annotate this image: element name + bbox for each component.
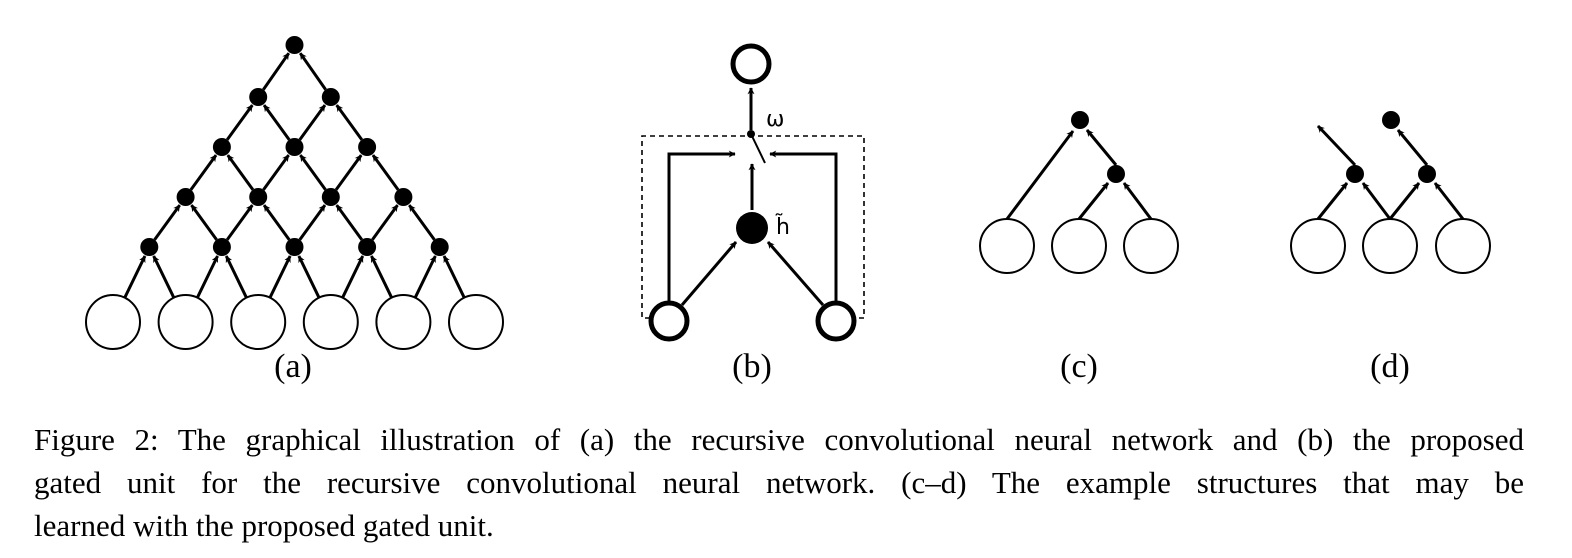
hidden-node	[212, 238, 231, 256]
candidate-node	[736, 212, 768, 244]
hidden-node	[1346, 165, 1364, 183]
merge-arrow	[262, 52, 291, 91]
hidden-node	[358, 238, 377, 256]
merge-arrow	[335, 104, 364, 141]
hidden-node	[1418, 165, 1436, 183]
leaf-node	[230, 294, 287, 350]
hidden-node	[430, 238, 449, 256]
merge-arrow	[153, 204, 181, 241]
hidden-node	[285, 138, 304, 156]
merge-arrow	[1433, 182, 1465, 220]
merge-arrow	[1396, 129, 1429, 166]
merge-arrow	[298, 104, 327, 141]
gate-point	[747, 130, 755, 138]
output-node	[730, 43, 772, 85]
merge-arrow	[262, 104, 291, 141]
merge-arrow	[268, 255, 292, 299]
hidden-node	[1107, 165, 1125, 183]
merge-arrow	[189, 154, 218, 191]
merge-arrow	[1361, 182, 1392, 220]
panel-d-label: (d)	[1370, 348, 1410, 385]
merge-arrow	[152, 255, 176, 299]
merge-arrow	[190, 204, 218, 241]
left-to-candidate-arrow	[680, 241, 738, 306]
merge-arrow	[408, 204, 436, 241]
panel-c-label: (c)	[1060, 348, 1098, 385]
leaf-node	[1051, 218, 1107, 274]
merge-arrow	[335, 204, 364, 241]
merge-arrow	[299, 154, 327, 191]
merge-arrow	[1316, 182, 1349, 220]
leaf-node	[979, 218, 1035, 274]
root-node	[1071, 111, 1089, 129]
merge-arrow	[1388, 182, 1421, 220]
leaf-node	[1123, 218, 1179, 274]
panel-c-example-structure	[979, 111, 1179, 274]
leaf-node	[157, 294, 214, 350]
leaf-node	[375, 294, 432, 350]
hidden-node	[358, 138, 377, 156]
hidden-node	[285, 238, 304, 256]
merge-arrow	[298, 204, 327, 241]
hidden-node	[321, 188, 340, 206]
merge-arrow	[1077, 182, 1110, 220]
hidden-node	[394, 188, 413, 206]
h-tilde-symbol: h̃	[774, 214, 789, 240]
merge-arrow	[123, 255, 147, 299]
left-skip-arrow	[667, 150, 736, 302]
leaf-node	[1435, 218, 1491, 274]
hidden-node	[249, 88, 268, 106]
right-to-candidate-arrow	[766, 241, 825, 306]
merge-arrow	[371, 154, 400, 191]
merge-arrow	[196, 255, 219, 299]
right-child-node	[815, 300, 857, 342]
panel-b-gated-unit	[641, 43, 865, 342]
leaf-node	[1362, 218, 1418, 274]
panel-d-example-structure	[1290, 111, 1491, 274]
figure-2: (a) ω h̃ (b)	[85, 36, 1491, 385]
skip-arrow	[1005, 130, 1075, 220]
caption-line: learned with the proposed gated unit.	[34, 508, 494, 543]
dangling-arrow	[1316, 124, 1357, 167]
merge-arrow	[225, 104, 254, 141]
root-node	[285, 36, 304, 54]
merge-arrow	[225, 204, 254, 241]
merge-arrow	[1122, 182, 1153, 220]
merge-arrow	[442, 255, 466, 299]
right-skip-arrow	[769, 150, 838, 302]
panel-b-label: (b)	[732, 348, 772, 385]
merge-arrow	[298, 52, 327, 91]
hidden-node	[212, 138, 231, 156]
leaf-node	[448, 294, 504, 350]
merge-arrow	[262, 204, 291, 241]
hidden-node	[140, 238, 159, 256]
left-child-node	[648, 300, 690, 342]
figure-caption: Figure 2: The graphical illustration of …	[34, 418, 1524, 547]
caption-line: Figure 2: The graphical illustration of …	[34, 422, 1524, 457]
hidden-node	[176, 188, 195, 206]
panel-a-recursive-convnet	[85, 36, 504, 350]
root-node	[1382, 111, 1400, 129]
merge-arrow	[341, 255, 365, 299]
hidden-node	[249, 188, 268, 206]
gate-switch	[750, 133, 766, 164]
omega-symbol: ω	[766, 107, 784, 132]
panel-a-label: (a)	[274, 348, 312, 385]
merge-arrow	[226, 154, 255, 191]
merge-arrow	[334, 154, 363, 191]
merge-arrow	[370, 255, 393, 299]
leaf-node	[1290, 218, 1346, 274]
merge-arrow	[413, 255, 437, 299]
caption-line: gated unit for the recursive convolution…	[34, 465, 1524, 500]
leaf-node	[302, 294, 359, 350]
hidden-node	[321, 88, 340, 106]
leaf-node	[85, 294, 141, 350]
merge-arrow	[262, 154, 290, 191]
merge-arrow	[371, 204, 399, 241]
merge-arrow	[224, 255, 248, 299]
merge-arrow	[1085, 129, 1118, 166]
merge-arrow	[297, 255, 321, 299]
